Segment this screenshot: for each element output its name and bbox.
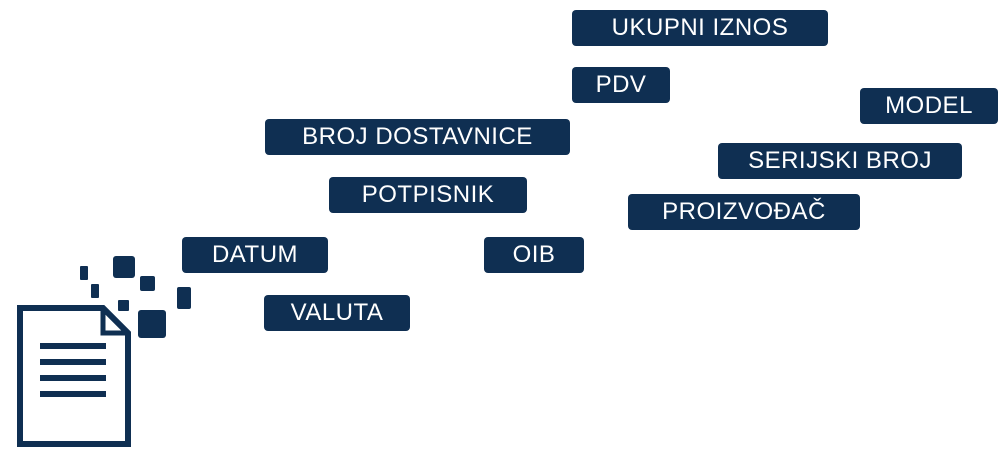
tag-potpisnik: POTPISNIK [329, 177, 527, 213]
tag-proizvodac: PROIZVOĐAČ [628, 194, 860, 230]
tag-model: MODEL [860, 88, 998, 124]
scattered-pixels-icon [80, 256, 191, 338]
tag-oib: OIB [484, 237, 584, 273]
tag-pdv: PDV [572, 67, 670, 103]
tag-datum: DATUM [182, 237, 328, 273]
tag-valuta: VALUTA [264, 295, 410, 331]
document-icon [17, 256, 191, 447]
tag-serijski-broj: SERIJSKI BROJ [718, 143, 962, 179]
tag-ukupni-iznos: UKUPNI IZNOS [572, 10, 828, 46]
tag-broj-dostavnice: BROJ DOSTAVNICE [265, 119, 570, 155]
